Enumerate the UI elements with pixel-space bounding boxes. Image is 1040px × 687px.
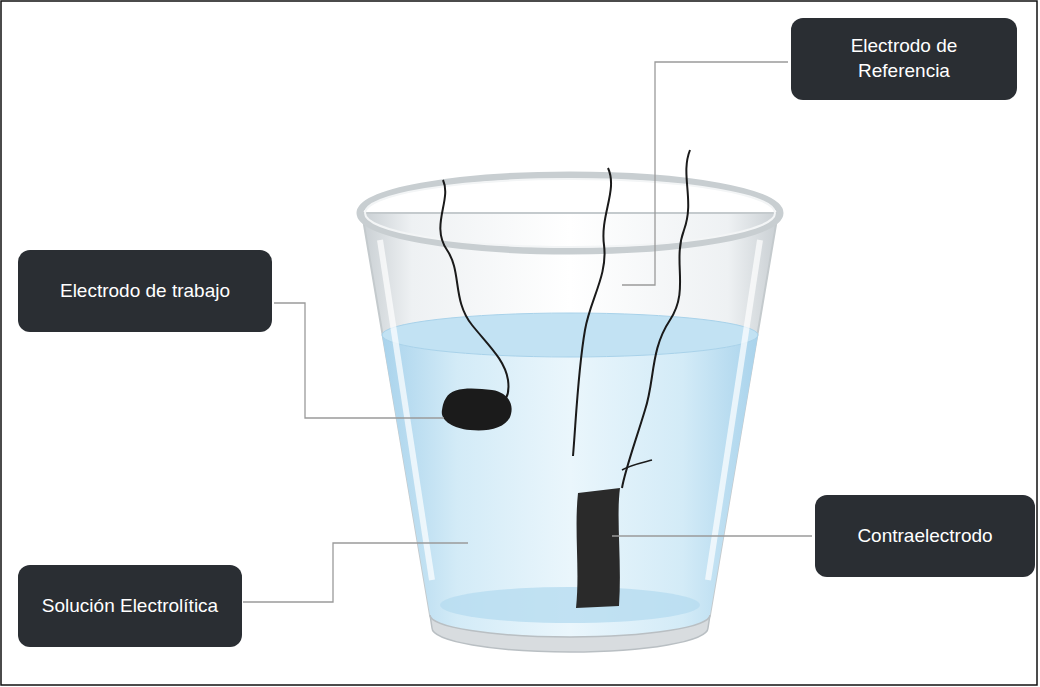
glass-highlight (380, 240, 432, 580)
working-electrode-wire (440, 180, 508, 404)
working-electrode (442, 388, 512, 430)
counter-electrode-plate (576, 488, 620, 608)
reference-electrode-wire (573, 168, 611, 456)
glass-rim-inner (365, 179, 775, 247)
glass-highlight (708, 240, 760, 580)
callout-box: Contraelectrodo (815, 495, 1035, 577)
callout-box: Electrodo de trabajo (18, 250, 272, 332)
callout-box: Electrodo de Referencia (791, 18, 1017, 100)
counter-electrode-wire (622, 460, 652, 470)
callout-label: Electrodo de Referencia (807, 34, 1001, 83)
callout-box: Solución Electrolítica (18, 565, 242, 647)
leader-line (243, 543, 468, 602)
electrolyte-water (382, 335, 758, 637)
glass-rim (360, 175, 780, 251)
water-surface (382, 313, 758, 357)
glass-base (430, 615, 710, 652)
leader-line (274, 303, 444, 418)
leader-line (622, 62, 788, 285)
glass-body (362, 213, 778, 637)
callout-label: Solución Electrolítica (42, 594, 218, 619)
callout-label: Electrodo de trabajo (60, 279, 230, 304)
counter-electrode-wire (622, 150, 690, 488)
callout-label: Contraelectrodo (857, 524, 992, 549)
leader-line (612, 535, 812, 536)
water-bottom (440, 587, 700, 623)
